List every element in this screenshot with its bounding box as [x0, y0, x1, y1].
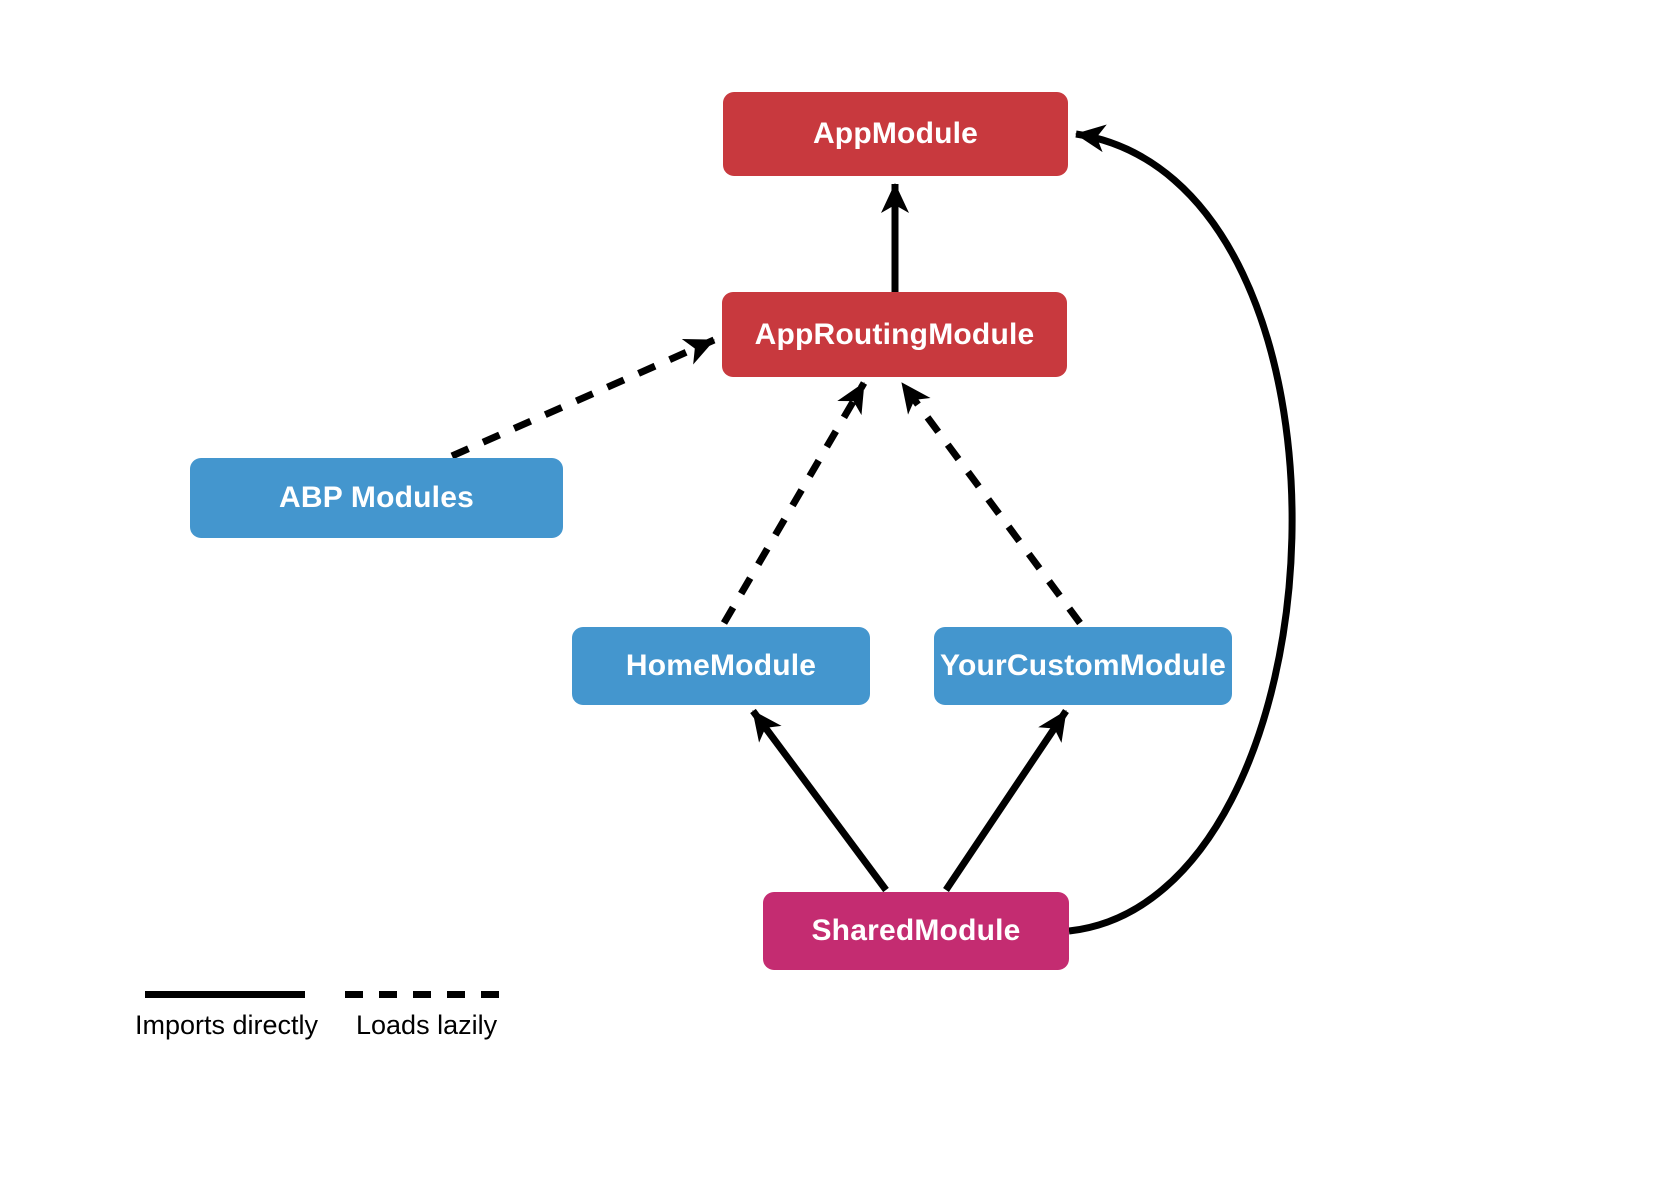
node-home-module: HomeModule [572, 627, 870, 705]
node-app-module: AppModule [723, 92, 1068, 176]
node-abp-modules: ABP Modules [190, 458, 563, 538]
node-your-custom-module: YourCustomModule [934, 627, 1232, 705]
edge-home-module-to-app-routing-module [720, 381, 868, 625]
edge-shared-module-to-your-custom-module [943, 709, 1069, 892]
node-your-custom-module-label: YourCustomModule [940, 649, 1226, 682]
edge-shared-module-to-app-module [1068, 124, 1296, 935]
node-shared-module: SharedModule [763, 892, 1069, 970]
node-home-module-label: HomeModule [625, 649, 817, 682]
node-abp-modules-label: ABP Modules [278, 481, 474, 514]
node-app-module-label: AppModule [812, 117, 979, 150]
node-app-routing-module-label: AppRoutingModule [754, 317, 1035, 351]
edge-shared-module-to-home-module [750, 708, 889, 893]
node-shared-module-label: SharedModule [811, 914, 1021, 947]
edge-your-custom-module-to-app-routing-module [899, 380, 1083, 626]
node-app-routing-module: AppRoutingModule [722, 292, 1067, 377]
edge-abp-modules-to-app-routing-module [450, 336, 716, 460]
